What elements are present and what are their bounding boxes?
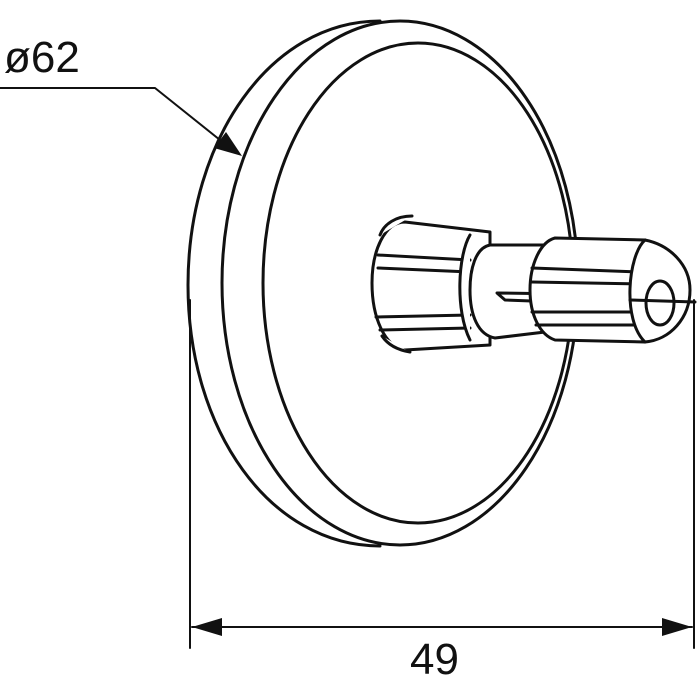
bore — [644, 279, 676, 327]
shaft-assembly — [370, 214, 697, 354]
diameter-label: ø62 — [4, 33, 80, 82]
dimension-lines — [0, 87, 695, 649]
disc-back-edge — [186, 19, 382, 548]
arrowhead-right — [662, 618, 692, 636]
arrowhead-left — [192, 618, 222, 636]
length-label: 49 — [410, 635, 459, 684]
middle-sleeve — [468, 243, 547, 340]
diameter-leader — [0, 87, 231, 149]
diameter-arrowhead — [214, 132, 242, 156]
